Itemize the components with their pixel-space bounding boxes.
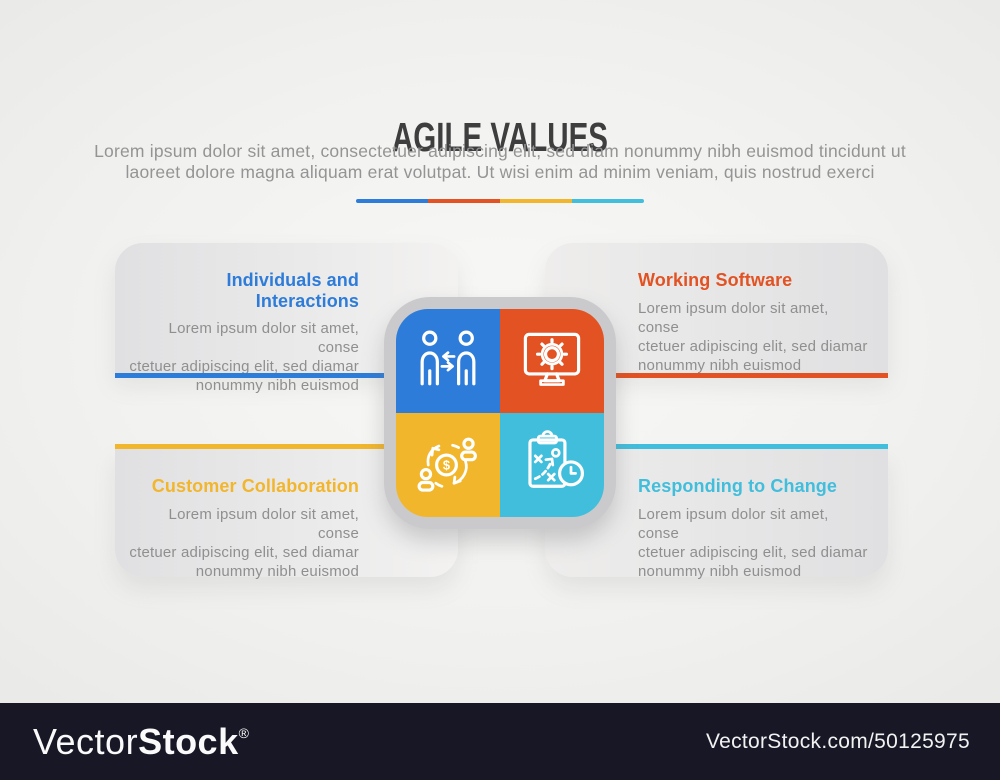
strategy-clock-icon bbox=[500, 413, 604, 517]
dollar-sign: $ bbox=[443, 458, 450, 473]
page-title: AGILE VALUES bbox=[392, 114, 608, 161]
accent-line-change bbox=[545, 444, 888, 449]
quadrant-title: Working Software bbox=[638, 270, 793, 290]
people-exchange-icon bbox=[396, 309, 500, 413]
quadrant-title: Individuals and Interactions bbox=[226, 270, 359, 311]
quadrant-body: Lorem ipsum dolor sit amet, conse ctetue… bbox=[129, 505, 359, 580]
logo-text-vector: Vector bbox=[33, 720, 139, 762]
accent-line-working bbox=[545, 373, 888, 378]
watermark-bar: VectorStock® VectorStock.com/50125975 bbox=[0, 703, 1000, 780]
accent-line-individuals bbox=[115, 373, 458, 378]
people-exchange-glyph bbox=[420, 330, 476, 386]
quadrant-body: Lorem ipsum dolor sit amet, conse ctetue… bbox=[638, 299, 868, 374]
monitor-gear-icon bbox=[500, 309, 604, 413]
quadrant-body: Lorem ipsum dolor sit amet, conse ctetue… bbox=[129, 320, 359, 395]
accent-divider bbox=[356, 199, 644, 203]
registered-trademark-symbol: ® bbox=[238, 724, 250, 741]
quadrant-title: Responding to Change bbox=[638, 476, 837, 496]
divider-segment-yellow bbox=[500, 199, 572, 203]
watermark-url: VectorStock.com/50125975 bbox=[705, 729, 970, 753]
vectorstock-logo: VectorStock® bbox=[33, 720, 250, 762]
divider-segment-red bbox=[428, 199, 500, 203]
money-cycle-glyph: $ bbox=[417, 437, 477, 492]
quadrant-title: Customer Collaboration bbox=[151, 476, 359, 496]
logo-text-stock: Stock bbox=[138, 720, 239, 762]
money-cycle-icon: $ bbox=[396, 413, 500, 517]
center-icon-grid: $ bbox=[396, 309, 604, 517]
monitor-gear-glyph bbox=[523, 332, 581, 386]
divider-segment-cyan bbox=[572, 199, 644, 203]
page-subtitle: Lorem ipsum dolor sit amet, consectetuer… bbox=[94, 141, 906, 182]
quadrant-body: Lorem ipsum dolor sit amet, conse ctetue… bbox=[638, 505, 868, 580]
divider-segment-blue bbox=[356, 199, 428, 203]
header: AGILE VALUES bbox=[0, 90, 1000, 186]
accent-line-collaboration bbox=[115, 444, 458, 449]
strategy-clock-glyph bbox=[528, 430, 584, 488]
